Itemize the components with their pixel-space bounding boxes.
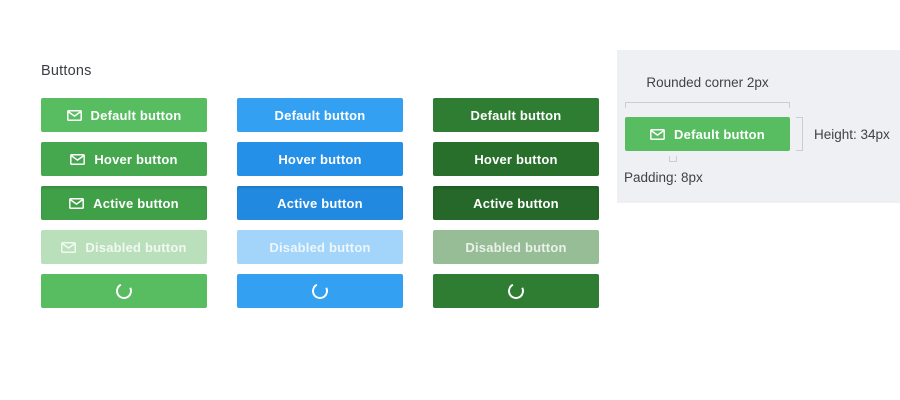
rounded-corner-annotation: Rounded corner 2px [646,75,769,90]
button-label: Active button [93,195,179,211]
green-active-button[interactable]: Active button [41,186,207,220]
green-disabled-button: Disabled button [41,230,207,264]
button-label: Default button [470,107,562,123]
rounded-corner-bracket [625,102,790,108]
button-label: Disabled button [465,239,567,255]
blue-hover-button[interactable]: Hover button [237,142,403,176]
page-title: Buttons [41,63,92,79]
button-label: Default button [674,126,765,142]
envelope-icon [69,197,85,209]
blue-disabled-button: Disabled button [237,230,403,264]
button-label: Disabled button [85,239,187,255]
padding-bracket [669,156,677,162]
button-label: Disabled button [269,239,371,255]
spec-default-button[interactable]: Default button [625,117,790,151]
envelope-icon [70,153,86,165]
padding-annotation: Padding: 8px [624,170,703,185]
button-column-dark-green: Default button Hover button Active butto… [433,98,599,308]
spinner-icon [309,280,331,302]
blue-loading-button[interactable] [237,274,403,308]
dark-green-disabled-button: Disabled button [433,230,599,264]
blue-default-button[interactable]: Default button [237,98,403,132]
green-hover-button[interactable]: Hover button [41,142,207,176]
button-label: Hover button [474,151,558,167]
button-column-blue: Default button Hover button Active butto… [237,98,403,308]
height-bracket [796,117,803,151]
dark-green-loading-button[interactable] [433,274,599,308]
button-label: Hover button [278,151,362,167]
button-label: Active button [277,195,363,211]
spinner-icon [505,280,527,302]
green-loading-button[interactable] [41,274,207,308]
dark-green-hover-button[interactable]: Hover button [433,142,599,176]
spinner-icon [113,280,135,302]
blue-active-button[interactable]: Active button [237,186,403,220]
button-label: Default button [274,107,366,123]
button-label: Active button [473,195,559,211]
dark-green-active-button[interactable]: Active button [433,186,599,220]
envelope-icon [66,109,82,121]
height-annotation: Height: 34px [814,127,890,142]
green-default-button[interactable]: Default button [41,98,207,132]
envelope-icon [61,241,77,253]
button-spec-panel: Rounded corner 2px Default button Height… [617,50,900,203]
button-label: Default button [90,107,182,123]
dark-green-default-button[interactable]: Default button [433,98,599,132]
envelope-icon [650,128,665,140]
button-label: Hover button [94,151,178,167]
button-column-green: Default button Hover button Active butto… [41,98,207,308]
